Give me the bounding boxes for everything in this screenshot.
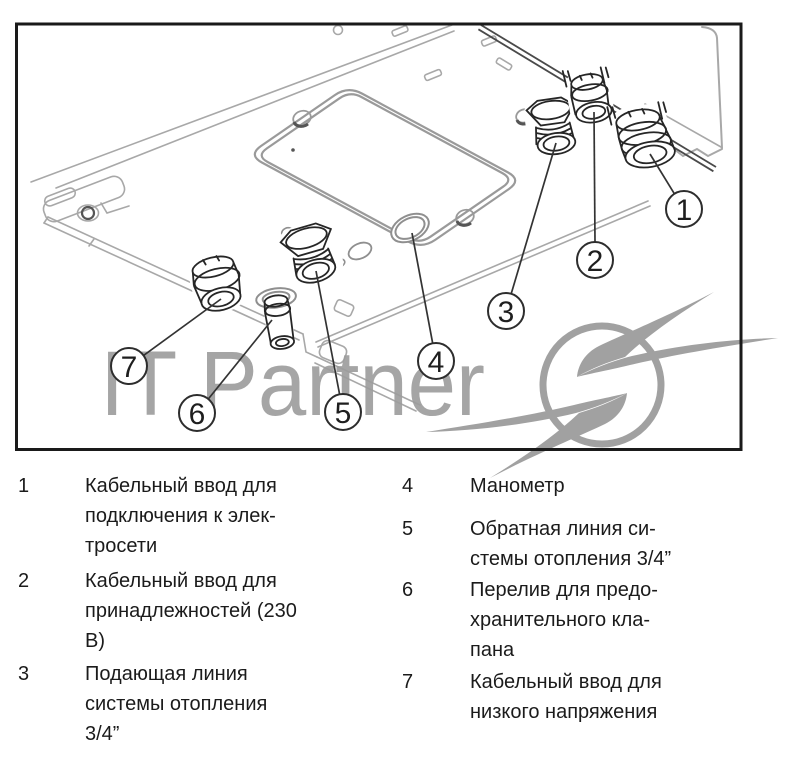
legend-item-text: Перелив для предо- хранительного кла- па…: [470, 579, 658, 661]
callout-4: 4: [417, 342, 455, 380]
svg-text:5: 5: [335, 397, 352, 430]
legend-item-4: 4 Манометр: [402, 471, 772, 501]
legend-item-2: 2 Кабельный ввод для принадлежностей (23…: [18, 566, 348, 656]
leader-5: [315, 270, 341, 395]
callouts: 1 2 3 4 5 6 7: [110, 190, 703, 432]
svg-text:7: 7: [121, 351, 138, 384]
svg-text:4: 4: [428, 346, 445, 379]
leader-1: [649, 153, 676, 195]
legend-item-1: 1 Кабельный ввод для подключения к элек-…: [18, 471, 348, 561]
leader-6: [207, 319, 273, 400]
legend-item-number: 2: [18, 570, 30, 592]
callout-7: 7: [110, 347, 148, 385]
figure-frame: [15, 22, 743, 451]
cable-gland-1-icon: [606, 101, 676, 170]
legend-item-text: Манометр: [470, 475, 565, 497]
watermark-logo-icon: [426, 292, 778, 478]
svg-text:2: 2: [587, 245, 604, 278]
boiler-bottom-diagram: IT Partner: [15, 22, 778, 478]
legend-item-text: Обратная линия си- стемы отопления 3/4”: [470, 518, 672, 570]
legend-column-2: 4 Манометр 5 Обратная линия си- стемы от…: [402, 471, 772, 727]
pipe-nipple-5-icon: [278, 220, 344, 287]
legend-item-text: Кабельный ввод для подключения к элек- т…: [85, 475, 277, 557]
legend-item-number: 1: [18, 475, 30, 497]
panel-screws: [80, 108, 533, 227]
legend-item-number: 4: [402, 475, 414, 497]
legend-item-number: 6: [402, 579, 414, 601]
leader-4: [411, 232, 434, 344]
panel-outline: [30, 24, 723, 412]
callout-5: 5: [324, 393, 362, 431]
overflow-pipe-6-icon: [255, 287, 297, 350]
leader-2: [593, 111, 596, 243]
leader-7: [143, 298, 222, 357]
access-cover: [253, 89, 517, 246]
callout-6: 6: [178, 394, 216, 432]
leader-3: [510, 142, 557, 295]
legend-column-1: 1 Кабельный ввод для подключения к элек-…: [18, 471, 348, 749]
legend-item-text: Кабельный ввод для принадлежностей (230 …: [85, 570, 297, 652]
legend-item-text: Кабельный ввод для низкого напряжения: [470, 671, 662, 723]
svg-text:3: 3: [498, 296, 515, 329]
fittings: [188, 66, 676, 350]
legend-item-number: 5: [402, 518, 414, 540]
callout-2: 2: [576, 241, 614, 279]
legend-item-text: Подающая линия системы отопления 3/4”: [85, 663, 268, 745]
svg-text:6: 6: [189, 398, 206, 431]
legend-item-7: 7 Кабельный ввод для низкого напряжения: [402, 667, 772, 727]
cable-gland-2-icon: [561, 66, 615, 127]
watermark: IT Partner: [100, 292, 778, 478]
leader-lines: [143, 111, 676, 400]
callout-1: 1: [665, 190, 703, 228]
legend-item-5: 5 Обратная линия си- стемы отопления 3/4…: [402, 514, 772, 574]
legend-item-3: 3 Подающая линия системы отопления 3/4”: [18, 659, 348, 749]
legend-item-number: 3: [18, 663, 30, 685]
legend-item-6: 6 Перелив для предо- хранительного кла- …: [402, 575, 772, 665]
callout-3: 3: [487, 292, 525, 330]
svg-text:1: 1: [676, 194, 693, 227]
legend-item-number: 7: [402, 671, 414, 693]
cable-gland-7-icon: [188, 252, 246, 315]
